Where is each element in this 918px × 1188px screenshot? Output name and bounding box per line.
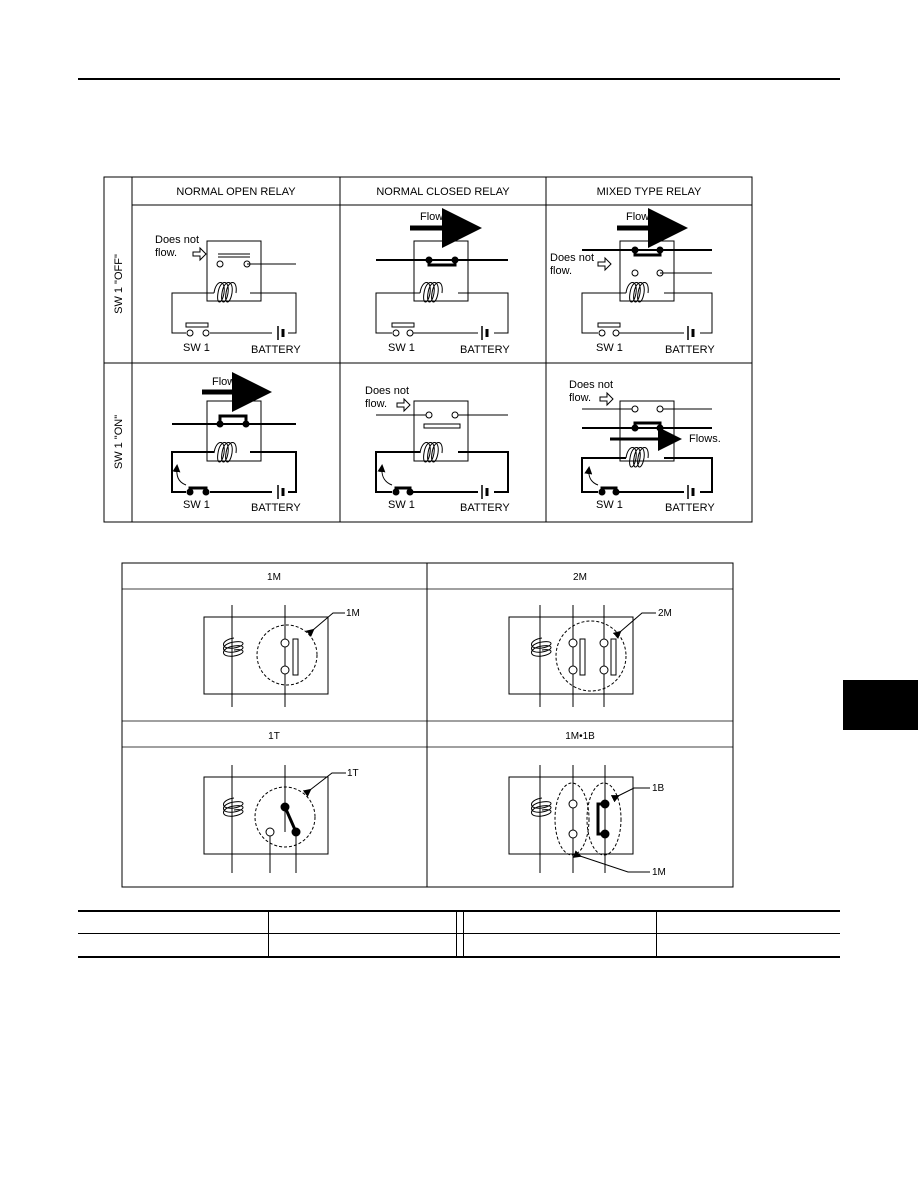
bottom-table-divider	[656, 910, 657, 958]
no-on-sw1: SW 1	[183, 499, 210, 511]
no-off-does-not: Does not	[155, 234, 199, 246]
nc-on-sw1: SW 1	[388, 499, 415, 511]
nc-on-flow: flow.	[365, 398, 387, 410]
bottom-table-divider	[463, 910, 464, 958]
bottom-table-divider	[456, 910, 457, 958]
row-sw1-off: SW 1 "OFF"	[113, 254, 125, 314]
callout-1m: 1M	[346, 608, 360, 619]
no-on-flows: Flows.	[212, 376, 244, 388]
no-on-circuit	[171, 372, 297, 501]
nc-off-sw1: SW 1	[388, 342, 415, 354]
header-2m: 2M	[573, 572, 587, 583]
bottom-table-bottom-rule	[78, 956, 840, 958]
mx-on-sw1: SW 1	[596, 499, 623, 511]
col-normal-closed: NORMAL CLOSED RELAY	[376, 186, 510, 198]
contact-1t	[203, 765, 346, 873]
nc-off-battery: BATTERY	[460, 344, 510, 356]
nc-on-battery: BATTERY	[460, 502, 510, 514]
contact-1m	[203, 605, 345, 707]
no-on-battery: BATTERY	[251, 502, 301, 514]
header-1m-1b: 1M•1B	[565, 731, 595, 742]
no-off-circuit	[171, 240, 297, 342]
callout-2m: 2M	[658, 608, 672, 619]
mx-off-circuit	[581, 208, 713, 342]
bottom-table	[78, 910, 840, 958]
contact-2m	[508, 605, 656, 707]
header-1t: 1T	[268, 731, 280, 742]
bottom-table-top-rule	[78, 910, 840, 912]
mx-on-does-not: Does not	[569, 379, 613, 391]
no-off-flow: flow.	[155, 247, 177, 259]
header-1m: 1M	[267, 572, 281, 583]
bottom-table-divider	[268, 910, 269, 958]
col-mixed-type: MIXED TYPE RELAY	[597, 186, 702, 198]
mx-off-does-not: Does not	[550, 252, 594, 264]
mx-off-flow: flow.	[550, 265, 572, 277]
mx-off-flows: Flows.	[626, 211, 658, 223]
mx-off-sw1: SW 1	[596, 342, 623, 354]
row-sw1-on: SW 1 "ON"	[113, 415, 125, 469]
no-off-sw1: SW 1	[183, 342, 210, 354]
nc-on-does-not: Does not	[365, 385, 409, 397]
relay-types-table	[103, 176, 753, 523]
no-off-battery: BATTERY	[251, 344, 301, 356]
mx-on-circuit	[581, 391, 713, 501]
mx-on-flows: Flows.	[689, 433, 721, 445]
nc-off-flows: Flows.	[420, 211, 452, 223]
callout-1m-combo: 1M	[652, 867, 666, 878]
mx-off-battery: BATTERY	[665, 344, 715, 356]
nc-off-circuit	[375, 208, 509, 342]
callout-1b: 1B	[652, 783, 665, 794]
contact-1m-1b	[508, 765, 650, 873]
nc-on-circuit	[375, 397, 509, 501]
mx-on-flow: flow.	[569, 392, 591, 404]
contact-types-table	[121, 562, 734, 888]
mx-on-battery: BATTERY	[665, 502, 715, 514]
callout-1t: 1T	[347, 768, 359, 779]
header-rule	[78, 78, 840, 80]
col-normal-open: NORMAL OPEN RELAY	[176, 186, 296, 198]
section-tab	[843, 680, 918, 730]
bottom-table-mid-rule	[78, 933, 840, 934]
